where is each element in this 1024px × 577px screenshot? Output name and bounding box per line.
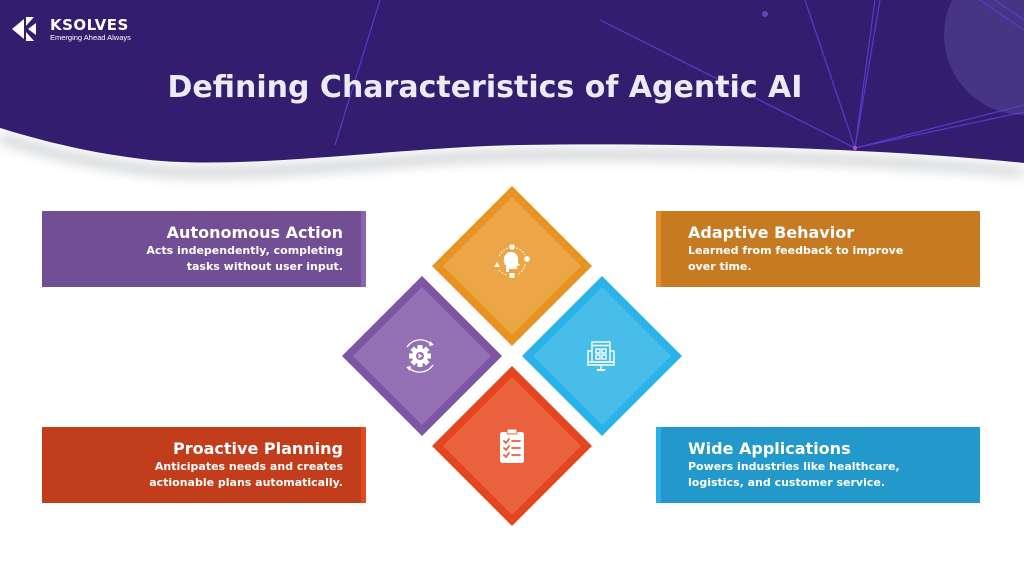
card-adaptive-behavior: Adaptive Behavior Learned from feedback … bbox=[656, 211, 980, 287]
card-title: Wide Applications bbox=[688, 439, 851, 458]
card-description-line2: actionable plans automatically. bbox=[149, 476, 343, 489]
head-cycle-icon bbox=[494, 244, 530, 278]
card-description-line2: tasks without user input. bbox=[186, 260, 343, 273]
card-description-line2: over time. bbox=[688, 260, 752, 273]
card-title: Autonomous Action bbox=[166, 223, 343, 242]
card-description-line1: Learned from feedback to improve bbox=[688, 244, 904, 257]
card-description-line1: Acts independently, completing bbox=[146, 244, 343, 257]
card-proactive-planning: Proactive Planning Anticipates needs and… bbox=[42, 427, 366, 503]
card-description-line1: Powers industries like healthcare, bbox=[688, 460, 900, 473]
card-description-line1: Anticipates needs and creates bbox=[154, 460, 343, 473]
card-title: Proactive Planning bbox=[173, 439, 343, 458]
ksolves-logo-icon bbox=[12, 17, 36, 41]
header-background bbox=[0, 0, 1024, 177]
gear-play-icon bbox=[406, 339, 434, 373]
brand-tagline: Emerging Ahead Always bbox=[50, 32, 131, 42]
card-title: Adaptive Behavior bbox=[688, 223, 855, 242]
brand-name: KSOLVES bbox=[50, 15, 129, 34]
clipboard-checklist-icon bbox=[500, 428, 524, 463]
brand-logo: KSOLVES Emerging Ahead Always bbox=[12, 14, 131, 44]
card-autonomous-action: Autonomous Action Acts independently, co… bbox=[42, 211, 366, 287]
card-wide-applications: Wide Applications Powers industries like… bbox=[656, 427, 980, 503]
monitor-apps-icon bbox=[587, 341, 615, 371]
page-title: Defining Characteristics of Agentic AI bbox=[167, 70, 803, 105]
card-description-line2: logistics, and customer service. bbox=[688, 476, 886, 489]
